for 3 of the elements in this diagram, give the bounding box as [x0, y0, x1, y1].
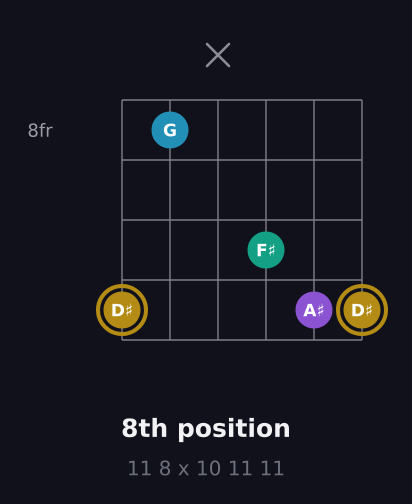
chord-title: 8th position: [122, 418, 289, 442]
fret-numbers-caption: 11 8 x 10 11 11: [129, 460, 284, 476]
fret-number: 8fr: [28, 123, 53, 137]
